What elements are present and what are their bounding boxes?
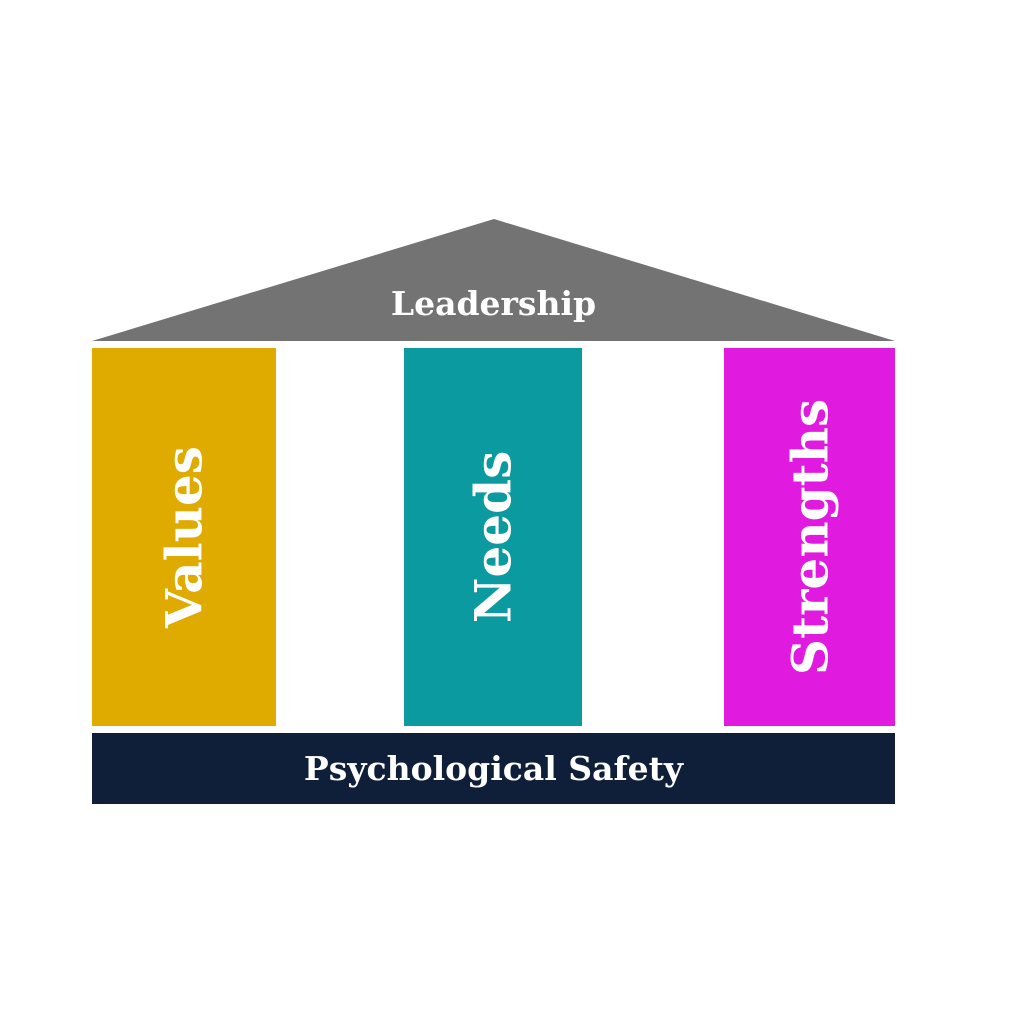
pillar-values: Values — [92, 348, 276, 726]
pillar-strengths: Strengths — [724, 348, 895, 726]
roof-triangle — [92, 219, 895, 341]
pillar-needs: Needs — [404, 348, 582, 726]
pillar-label: Strengths — [780, 398, 839, 676]
base-label: Psychological Safety — [303, 749, 684, 788]
pillar-label: Needs — [463, 450, 523, 624]
roof-label: Leadership — [390, 284, 597, 323]
pillar-label: Values — [154, 446, 214, 628]
base-foundation: Psychological Safety — [92, 733, 895, 804]
roof — [92, 219, 895, 341]
